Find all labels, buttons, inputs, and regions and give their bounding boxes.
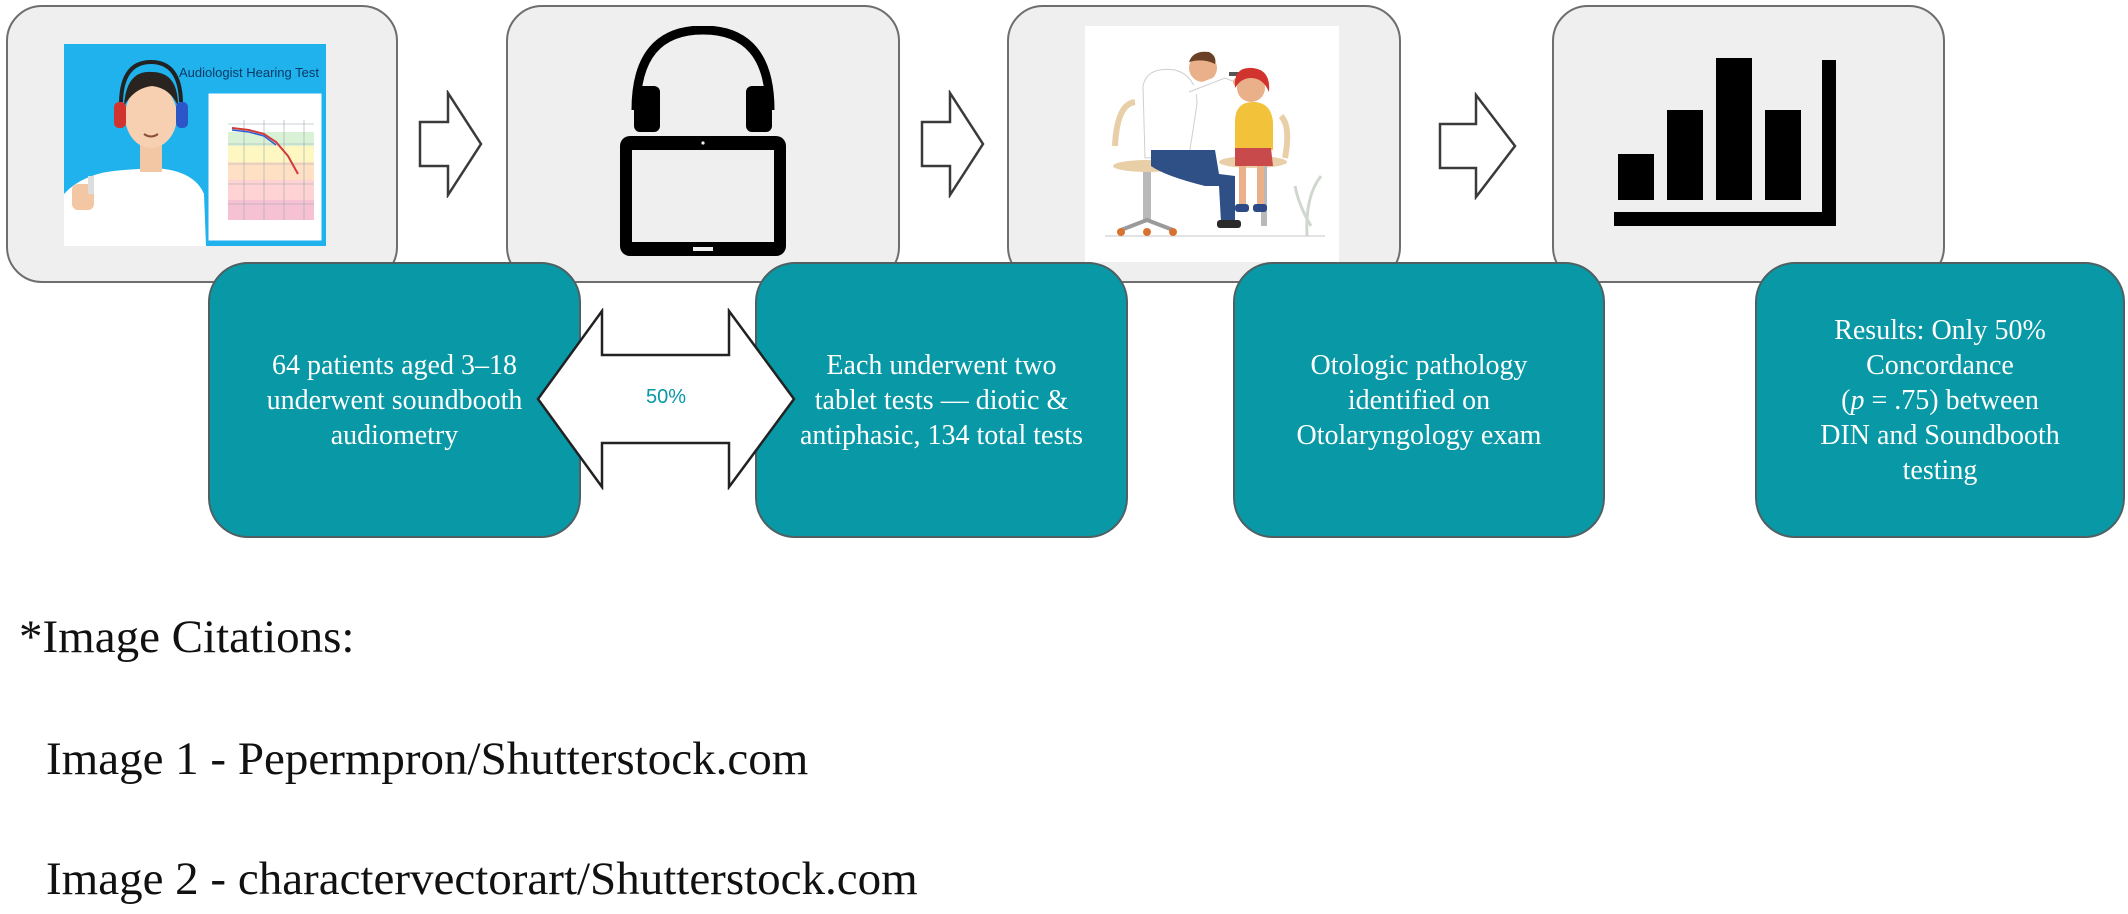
citation-item: Image 1 - Pepermpron/Shutterstock.com [46,733,809,785]
box-patients-text: 64 patients aged 3–18 underwent soundboo… [266,349,523,451]
p-symbol: p [1850,384,1865,416]
audiologist-hearing-test-illustration: Audiologist Hearing Test [64,44,326,246]
box-tablet-tests: Each underwent two tablet tests — diotic… [755,262,1128,538]
box-pathology-text: Otologic pathology identified on Otolary… [1296,349,1542,451]
illustration-caption: Audiologist Hearing Test [179,65,319,80]
arrow-right-icon [920,90,985,198]
headphones-tablet-icon [620,26,786,256]
double-arrow-icon [536,308,796,490]
box-results: Results: Only 50% Concordance (p = .75) … [1755,262,2125,538]
double-arrow-label: 50% [645,386,687,408]
citation-item: Image 2 - charactervectorart/Shutterstoc… [46,853,918,905]
box-pathology: Otologic pathology identified on Otolary… [1233,262,1605,538]
citations-heading: *Image Citations: [19,611,355,663]
otolaryngology-exam-illustration [1085,26,1339,262]
p-value-text: = .75) between [1864,384,2039,416]
arrow-right-icon [418,90,483,198]
results-bar-chart-icon [1614,58,1836,226]
box-results-text: Results: Only 50% Concordance (p = .75) … [1820,314,2060,486]
box-tablet-tests-text: Each underwent two tablet tests — diotic… [799,349,1084,451]
arrow-right-icon [1438,92,1517,200]
box-patients: 64 patients aged 3–18 underwent soundboo… [208,262,581,538]
